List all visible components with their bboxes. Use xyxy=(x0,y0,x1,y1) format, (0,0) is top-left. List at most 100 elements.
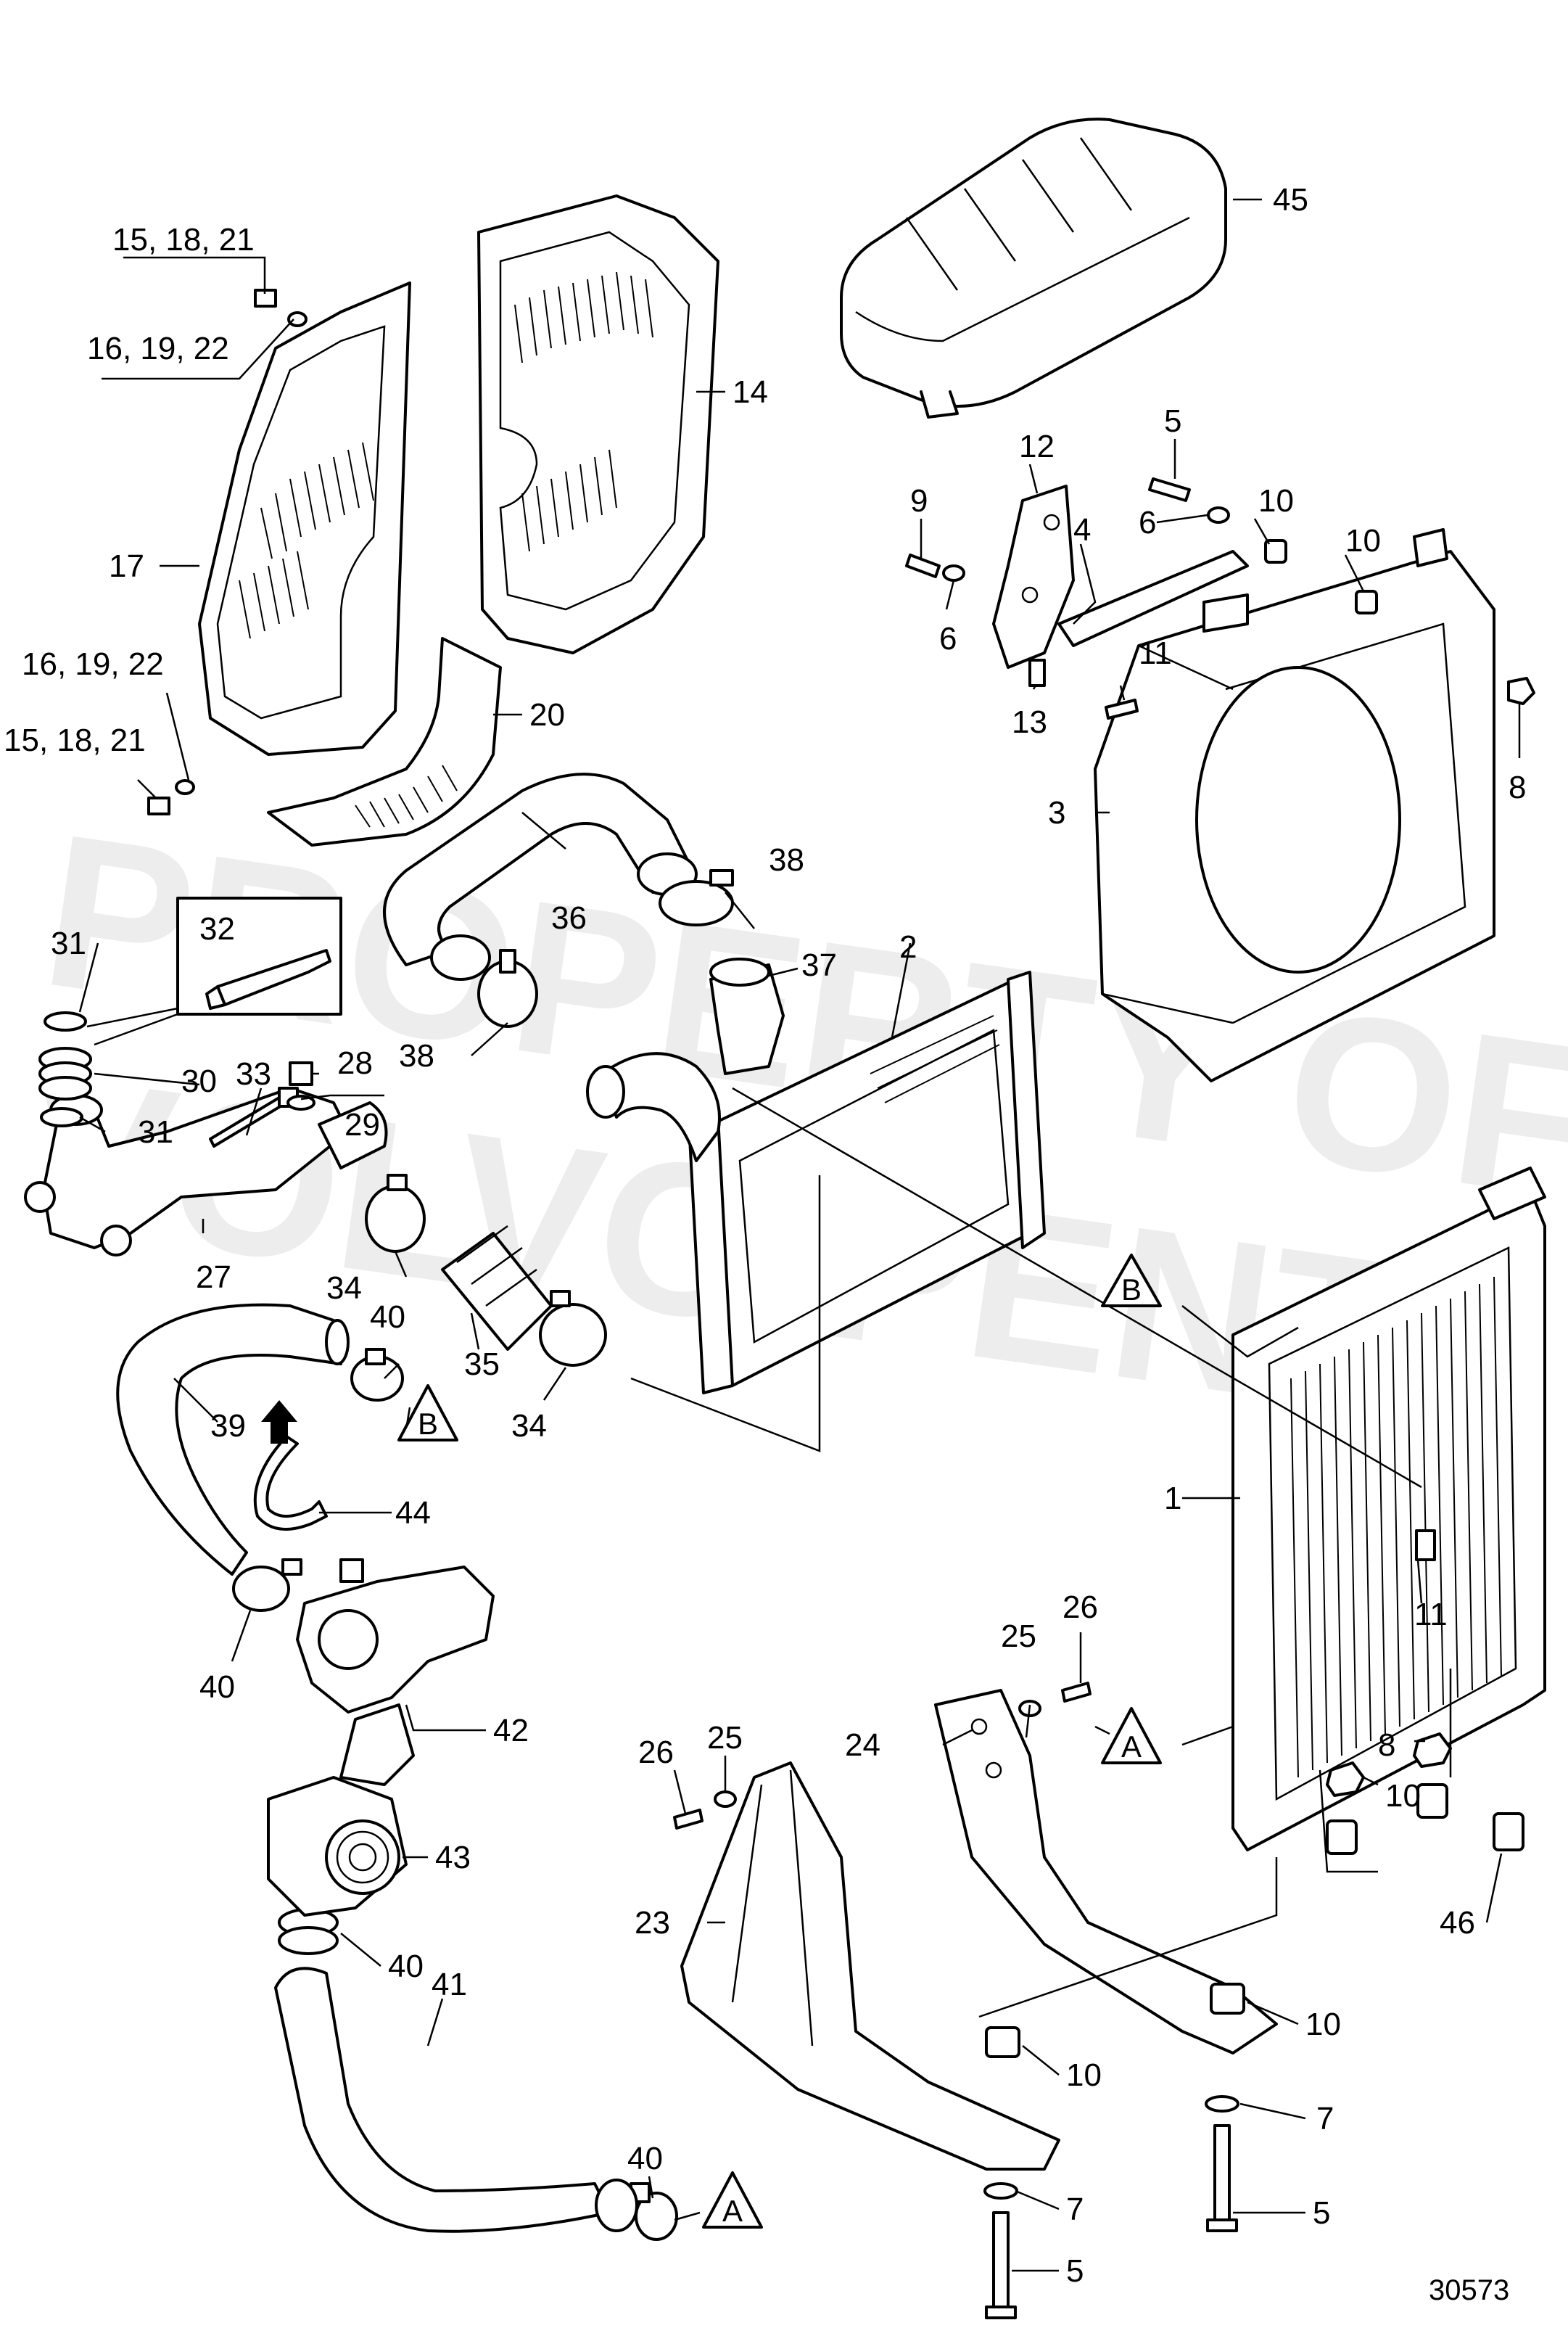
expansion-tank xyxy=(840,118,1227,419)
rubber-mount-10-top-b xyxy=(1355,590,1378,614)
clamp-34-right xyxy=(539,1290,607,1367)
radiator xyxy=(1231,1167,1546,1851)
callout-7-left: 7 xyxy=(1066,2192,1084,2227)
hose-39 xyxy=(116,1303,350,1576)
hose-35 xyxy=(441,1225,553,1351)
callout-2: 2 xyxy=(899,929,917,965)
callout-24: 24 xyxy=(845,1727,880,1763)
callout-14: 14 xyxy=(733,374,768,410)
clamp-38-upper xyxy=(659,869,734,926)
clamp-40-d xyxy=(630,2182,678,2241)
rubber-mount-46 xyxy=(1493,1812,1524,1851)
callout-7-right: 7 xyxy=(1316,2101,1334,2136)
callout-15-18-21-left: 15, 18, 21 xyxy=(4,723,146,758)
callout-11-top: 11 xyxy=(1139,636,1172,671)
callout-5-left: 5 xyxy=(1066,2253,1084,2289)
callout-38-top: 38 xyxy=(769,842,804,878)
rubber-mount-10-b xyxy=(1416,1783,1448,1819)
bolt-5-left xyxy=(985,2211,1017,2319)
washer-16-left xyxy=(175,779,195,795)
fan-housing xyxy=(1094,528,1495,1082)
callout-labels: 15, 18, 21 16, 19, 22 17 16, 19, 22 15, … xyxy=(4,182,1526,2289)
reference-mark-b-bottom: B xyxy=(397,1384,458,1441)
callout-42: 42 xyxy=(493,1713,529,1748)
callout-6-top: 6 xyxy=(1139,505,1156,540)
reference-mark-a-bottom-label: A xyxy=(722,2194,743,2228)
callout-3: 3 xyxy=(1048,795,1065,831)
reference-mark-b-top: B xyxy=(1101,1254,1162,1307)
callout-40-pump: 40 xyxy=(388,1949,424,1984)
reference-mark-a-top-label: A xyxy=(1121,1729,1142,1764)
screw-26-right xyxy=(1061,1682,1092,1703)
callout-25-right: 25 xyxy=(1001,1619,1036,1654)
screw-11-top xyxy=(1105,699,1139,720)
callout-28: 28 xyxy=(337,1045,373,1081)
callout-40-b-label: 40 xyxy=(370,1299,405,1335)
coolant-pipe-27 xyxy=(24,1087,388,1256)
charge-air-cooler xyxy=(688,971,1046,1394)
callout-31-top: 31 xyxy=(51,926,86,961)
callout-17: 17 xyxy=(109,548,144,584)
callout-10-bracket-23: 10 xyxy=(1066,2057,1102,2093)
callout-9: 9 xyxy=(910,483,928,519)
callout-34-right: 34 xyxy=(511,1408,547,1444)
reference-mark-a-top: A xyxy=(1101,1707,1162,1764)
callout-10-top-b: 10 xyxy=(1345,523,1381,559)
plug-28 xyxy=(289,1061,313,1086)
callout-34-left: 34 xyxy=(326,1270,362,1306)
fan-shroud-left xyxy=(198,281,411,756)
nut-8-lower xyxy=(1326,1761,1365,1797)
callout-6-left: 6 xyxy=(939,621,957,657)
fan-shroud-right xyxy=(477,194,719,654)
direction-arrow xyxy=(261,1400,297,1444)
callout-40-thermostat: 40 xyxy=(199,1669,235,1705)
rubber-mount-10-d xyxy=(1210,1983,1245,2015)
callout-12: 12 xyxy=(1019,429,1055,464)
callout-29: 29 xyxy=(344,1107,380,1143)
callout-40-hose-end: 40 xyxy=(627,2141,663,2176)
callout-30: 30 xyxy=(181,1064,217,1099)
callout-32: 32 xyxy=(199,911,235,947)
bracket-12 xyxy=(992,485,1075,669)
rubber-mount-10-a xyxy=(1326,1819,1358,1855)
callout-16-19-22-top: 16, 19, 22 xyxy=(87,331,229,366)
o-ring-31-lower xyxy=(40,1107,83,1127)
callout-35: 35 xyxy=(464,1346,500,1382)
clamp-strap-44 xyxy=(253,1435,328,1531)
nut-8-top xyxy=(1507,677,1535,705)
callout-10-radiator: 10 xyxy=(1385,1778,1421,1814)
washer-29 xyxy=(286,1095,315,1111)
hose-41 xyxy=(274,1967,638,2233)
callout-46: 46 xyxy=(1440,1905,1475,1941)
callout-8-lower: 8 xyxy=(1378,1727,1395,1763)
screw-11-lower xyxy=(1415,1529,1436,1561)
callout-36: 36 xyxy=(551,900,587,936)
sealant-tube-inset xyxy=(86,897,342,1046)
rubber-mount-10-c xyxy=(985,2026,1020,2058)
callout-8-top: 8 xyxy=(1509,770,1526,805)
callout-10-bracket-24: 10 xyxy=(1305,2007,1341,2042)
reference-mark-b-top-label: B xyxy=(1121,1272,1142,1307)
reference-mark-b-bottom-label: B xyxy=(418,1407,438,1441)
callout-31-lower: 31 xyxy=(138,1114,173,1150)
screw-15-left xyxy=(147,797,170,815)
screw-9 xyxy=(905,554,941,578)
clamp-38-lower xyxy=(477,949,538,1028)
charge-air-pipe xyxy=(586,1052,721,1162)
callout-38-lower: 38 xyxy=(399,1038,434,1074)
leader-lines xyxy=(78,198,1521,2272)
o-ring-31-upper xyxy=(44,1011,87,1032)
rubber-mount-10-top-a xyxy=(1264,539,1287,564)
callout-33: 33 xyxy=(236,1056,271,1092)
callout-13: 13 xyxy=(1012,704,1047,740)
lower-shroud xyxy=(267,637,502,847)
callout-4: 4 xyxy=(1073,512,1091,548)
callout-1: 1 xyxy=(1164,1481,1181,1516)
callout-45: 45 xyxy=(1273,182,1308,218)
coolant-pump xyxy=(267,1703,415,1917)
screw-13 xyxy=(1028,659,1046,687)
callout-11-lower: 11 xyxy=(1414,1597,1448,1632)
callout-5-right: 5 xyxy=(1313,2195,1330,2231)
washer-16-top xyxy=(287,311,308,327)
bolt-5-top xyxy=(1148,477,1191,502)
